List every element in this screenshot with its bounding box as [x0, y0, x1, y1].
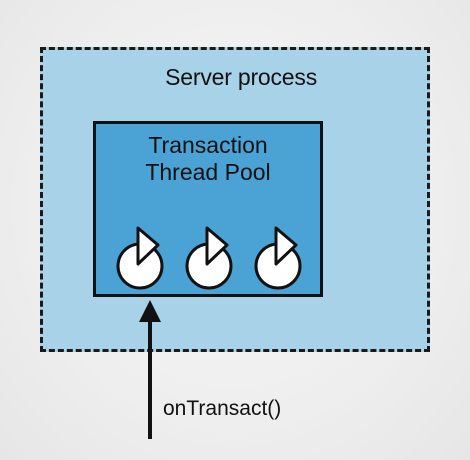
thread-icons	[116, 226, 302, 290]
thread-icon	[116, 226, 164, 290]
thread-pool-title-line1: Transaction	[148, 132, 268, 158]
on-transact-label: onTransact()	[163, 397, 282, 420]
thread-pool-title-line2: Thread Pool	[145, 159, 271, 185]
server-process-label: Server process	[165, 64, 317, 90]
thread-icon	[185, 226, 233, 290]
thread-pool-box: Transaction Thread Pool	[93, 121, 323, 297]
thread-pool-title: Transaction Thread Pool	[96, 132, 320, 186]
thread-icon	[254, 226, 302, 290]
arrow-head	[139, 300, 161, 322]
arrow-shaft	[148, 318, 152, 439]
call-arrow	[139, 300, 161, 439]
